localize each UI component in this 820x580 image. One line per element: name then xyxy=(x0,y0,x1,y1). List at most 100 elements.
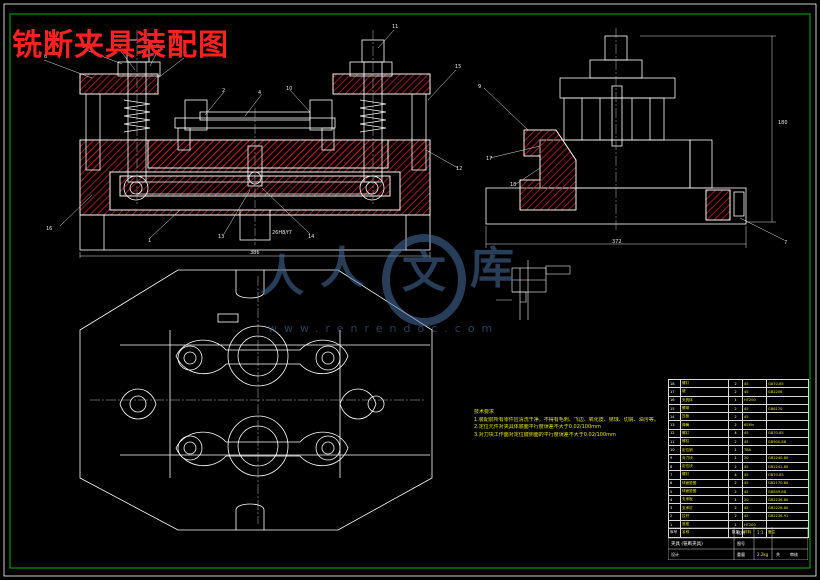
bom-cell-code: GB2170-80 xyxy=(766,478,809,488)
bom-cell-mat: 45 xyxy=(742,511,767,522)
title-block-designer: 设计 xyxy=(671,552,679,557)
bom-cell-code: GB2226-80 xyxy=(766,503,809,513)
bom-cell-name: 弹簧 xyxy=(680,420,729,430)
plan-view xyxy=(79,269,433,531)
bom-cell-no: 3 xyxy=(668,503,681,513)
bom-cell-mat: 45 xyxy=(742,428,767,439)
balloon-side-17: 17 xyxy=(486,156,492,162)
title-block-scale: 1:1 xyxy=(757,530,764,535)
bom-cell-no: 15 xyxy=(668,403,681,414)
bom-cell-no: 6 xyxy=(668,478,681,488)
dimension-front-width: 386 xyxy=(250,250,260,256)
bom-cell-qty: 4 xyxy=(728,470,743,480)
bom-cell-no: 18 xyxy=(668,378,681,389)
bom-cell-qty: 2 xyxy=(728,412,743,422)
bom-cell-name: 定位销 xyxy=(680,445,729,455)
bom-cell-name: 螺钉 xyxy=(680,378,729,389)
bom-cell-qty: 2 xyxy=(728,403,743,414)
bom-cell-code: 备注 xyxy=(766,528,809,538)
bom-cell-mat: 65Mn xyxy=(742,420,767,430)
notes-line-1: 1.装配前所有零件应清洗干净，不得有毛刺、飞边、氧化皮、锈蚀、切屑、油污等。 xyxy=(474,416,659,423)
bom-cell-no: 8 xyxy=(668,461,681,472)
balloon-front-7: 7 xyxy=(184,52,187,58)
bom-cell-no: 4 xyxy=(668,495,681,505)
detail-view xyxy=(496,260,571,320)
bom-cell-code: GB70-85 xyxy=(766,428,809,439)
bom-cell-name: 螺柱 xyxy=(680,437,729,447)
bom-cell-name: 对刀块 xyxy=(680,453,729,463)
bom-cell-code xyxy=(766,445,809,455)
bom-cell-mat: 45 xyxy=(742,403,767,414)
bom-cell-qty: 2 xyxy=(728,387,743,397)
bom-cell-name: 支承钉 xyxy=(680,503,729,513)
dimension-side-height: 180 xyxy=(778,120,788,126)
balloon-front-14: 14 xyxy=(308,234,314,240)
bom-cell-name: 拉杆 xyxy=(680,511,729,522)
bom-cell-name: 螺钉 xyxy=(680,428,729,439)
side-view xyxy=(483,28,785,248)
bom-cell-qty: 2 xyxy=(728,420,743,430)
bom-cell-name: 压板 xyxy=(680,412,729,422)
bom-cell-mat: 45 xyxy=(742,470,767,480)
drawing-title: 铣断夹具装配图 xyxy=(12,28,229,63)
bom-cell-no: 13 xyxy=(668,420,681,430)
balloon-front-12: 12 xyxy=(456,166,462,172)
bom-cell-code xyxy=(766,412,809,422)
balloon-front-9: 9 xyxy=(156,44,159,50)
title-block-weight-label: 重量 xyxy=(737,552,745,557)
title-block-scale-label: 比例 xyxy=(737,530,745,535)
sheet-border xyxy=(3,3,817,577)
bom-cell-code: GB70-85 xyxy=(766,378,809,389)
balloon-front-13: 13 xyxy=(218,234,224,240)
title-block-name: 夹具 (铣断夹具) xyxy=(671,542,703,547)
bom-cell-mat: 20 xyxy=(742,453,767,463)
notes-line-2: 2.定位元件对夹具体底面平行度误差不大于0.02/100mm xyxy=(474,424,601,430)
balloon-front-2: 2 xyxy=(222,88,225,94)
balloon-front-1: 1 xyxy=(148,238,151,244)
bom-cell-qty: 1 xyxy=(728,495,743,505)
bom-cell-mat: 45 xyxy=(742,378,767,389)
bom-cell-name: 键 xyxy=(680,387,729,397)
bom-cell-name: 螺钉 xyxy=(680,470,729,480)
balloon-front-11: 11 xyxy=(392,24,398,30)
bom-cell-qty: 1 xyxy=(728,395,743,405)
notes-line-3: 3.对刀块工作面对定位键侧面的平行度误差不大于0.02/100mm xyxy=(474,431,616,438)
bom-cell-code: GB2236-80 xyxy=(766,495,809,505)
bom-header-row: 序号名称数量材料备注 xyxy=(668,528,809,538)
notes-heading: 技术要求 xyxy=(474,409,495,415)
balloon-side-7: 7 xyxy=(784,240,787,246)
bom-cell-code: GB2240-80 xyxy=(766,453,809,463)
bom-cell-code: GB70-85 xyxy=(766,470,809,480)
bom-cell-no: 11 xyxy=(668,437,681,447)
title-block-sheet-label: 图号 xyxy=(737,541,745,546)
side-locating-block xyxy=(519,129,577,211)
bom-cell-code: GB900-88 xyxy=(766,437,809,447)
bom-cell-qty: 4 xyxy=(728,428,743,439)
bom-cell-no: 10 xyxy=(668,445,681,455)
title-block-grid xyxy=(668,527,808,560)
title-block-checker: 审核 xyxy=(790,552,798,557)
bom-cell-mat: 45 xyxy=(742,461,767,472)
bom-cell-code: GB2236-91 xyxy=(766,511,809,522)
bom-cell-code xyxy=(766,420,809,430)
title-block: 夹具 (铣断夹具) 比例 1:1 图号 重量 2.2kg 共 设计 审核 xyxy=(668,527,808,560)
dimension-fit: 26H8/f7 xyxy=(272,230,292,236)
dimension-side-width: 372 xyxy=(612,239,622,245)
bom-cell-mat: 45 xyxy=(742,503,767,513)
bom-cell-mat: 45 xyxy=(742,412,767,422)
bom-cell-no: 7 xyxy=(668,470,681,480)
title-block-weight: 2.2kg xyxy=(757,552,769,557)
balloon-front-6: 6 xyxy=(118,44,121,50)
balloon-front-15: 15 xyxy=(455,64,461,70)
bom-cell-code: GB2241-80 xyxy=(766,461,809,472)
bom-cell-qty: 2 xyxy=(728,486,743,497)
